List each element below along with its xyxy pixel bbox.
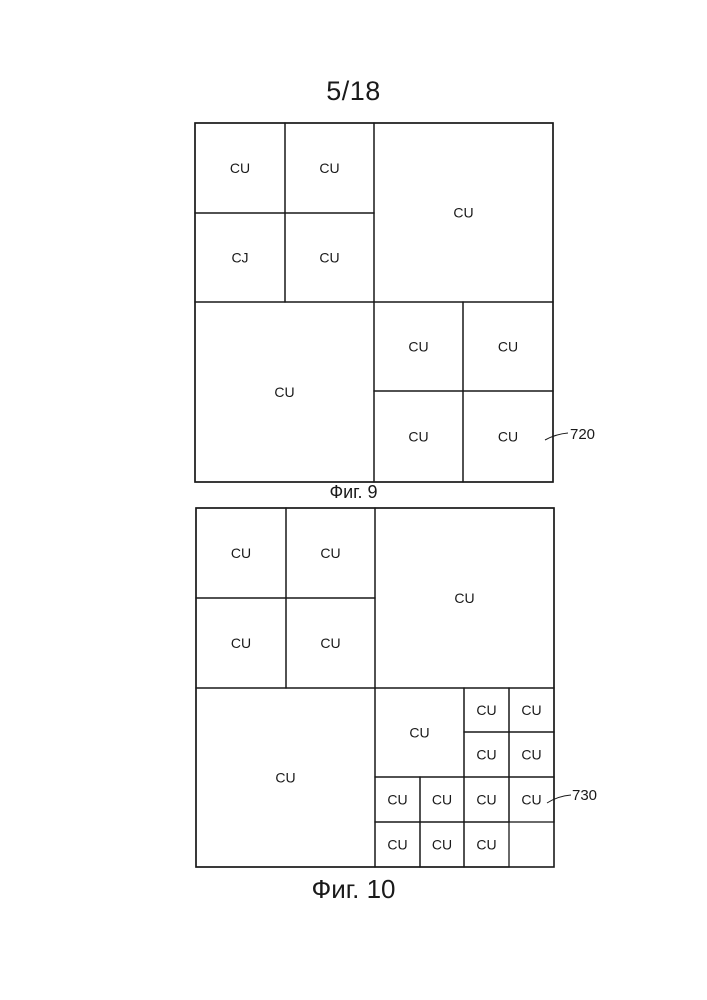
cu-label: CU [320,545,340,561]
cu-label: CU [320,635,340,651]
reference-numeral: 720 [570,426,595,443]
cu-label: CU [275,770,295,786]
cu-label: CU [453,205,473,221]
cu-label: CU [476,702,496,718]
cu-label: CU [409,725,429,741]
cu-label: CU [521,792,541,808]
cu-label: CU [521,747,541,763]
cu-label: CU [476,837,496,853]
cu-label: CU [408,339,428,355]
cu-label: CU [476,747,496,763]
cu-label: CU [319,160,339,176]
cu-label: CU [231,635,251,651]
cu-label: CU [274,384,294,400]
cu-label: CU [319,250,339,266]
fig10-caption: Фиг. 10 [0,874,707,905]
reference-numeral: 730 [572,787,597,804]
cu-label: CJ [231,250,248,266]
cu-label: CU [498,339,518,355]
fig9-caption: Фиг. 9 [0,482,707,503]
cu-label: CU [498,429,518,445]
fig10-partition-grid: CU CU CU CU CU CU CU CU CU CU CU CU CU CU CU CU CU CU 730 [196,508,597,867]
cu-label: CU [387,837,407,853]
cu-label: CU [231,545,251,561]
cu-label: CU [230,160,250,176]
cu-label: CU [387,792,407,808]
cu-label: CU [476,792,496,808]
reference-leader-line [547,795,571,803]
cu-label: CU [454,590,474,606]
cu-label: CU [408,429,428,445]
reference-leader-line [545,433,568,440]
fig9-partition-grid: CU CU CJ CU CU CU CU CU CU CU 720 [195,123,595,482]
cu-label: CU [432,792,452,808]
cu-label: CU [432,837,452,853]
cu-label: CU [521,702,541,718]
